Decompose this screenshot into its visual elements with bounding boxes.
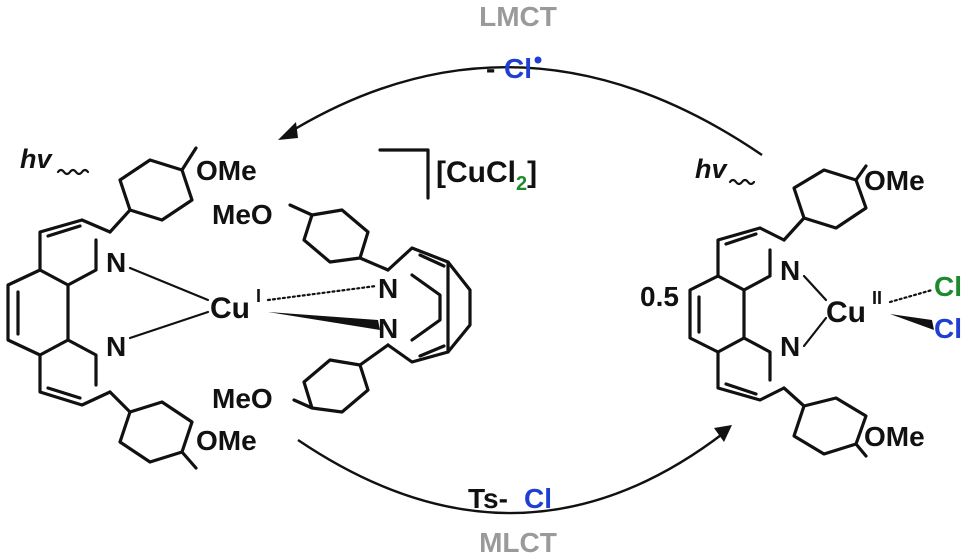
left-ome-top: OMe <box>196 155 257 186</box>
left-phen2-ring <box>386 246 472 364</box>
bottom-arc-arrow <box>297 431 726 515</box>
right-hashed-bond <box>888 288 934 304</box>
left-n-upper: N <box>106 247 126 278</box>
left-n-cu-bond-upper <box>128 266 210 302</box>
chlorine-radical-label: Cl <box>504 53 532 84</box>
left-meo-upper: MeO <box>212 199 273 230</box>
left-n2-upper: N <box>378 273 398 304</box>
radical-dot <box>534 56 542 64</box>
tosyl-label: Ts- <box>468 483 508 514</box>
counter-ion-label: [CuCl2] <box>436 156 537 195</box>
left-cu-oxidation: I <box>256 286 261 306</box>
right-n-lower: N <box>780 331 800 362</box>
right-ome-bottom: OMe <box>864 421 925 452</box>
right-phen-outer-ring <box>688 226 786 402</box>
right-hv-squiggle <box>728 178 756 186</box>
lmct-label: LMCT <box>479 1 557 32</box>
right-cu-label: Cu <box>826 296 866 329</box>
right-cu-oxidation: II <box>872 288 882 308</box>
right-n-cu-bond-upper <box>802 274 828 302</box>
counter-ion-open: [CuCl <box>436 156 516 189</box>
right-cl-lower: Cl <box>934 313 962 344</box>
left-hashed-bond <box>266 284 378 302</box>
right-aryl-bottom <box>782 386 868 458</box>
right-coefficient: 0.5 <box>640 281 679 312</box>
right-aryl-top <box>782 164 868 242</box>
left-phen-core <box>38 238 98 387</box>
left-n2-lower: N <box>378 313 398 344</box>
right-copper-ii-complex: 0.5 hv N N OMe OMe Cu II Cl Cl <box>640 154 962 458</box>
right-cl-upper: Cl <box>934 271 962 302</box>
left-aryl-bottom <box>108 390 198 470</box>
right-phen-core <box>716 248 772 382</box>
counter-ion-subscript: 2 <box>516 173 527 195</box>
bottom-arrowhead <box>714 425 732 442</box>
top-arrowhead <box>278 122 298 140</box>
left-wedge-bond <box>268 312 380 330</box>
right-phen-inner-double <box>697 232 758 396</box>
left-ome-bottom: OMe <box>196 425 257 456</box>
right-ome-top: OMe <box>864 165 925 196</box>
counter-ion-bracket <box>378 148 430 200</box>
left-aryl2-upper <box>288 203 390 272</box>
left-phen-inner-double <box>16 224 82 400</box>
left-cu-label: Cu <box>210 292 250 325</box>
left-n-lower: N <box>106 331 126 362</box>
mlct-label: MLCT <box>479 527 557 558</box>
right-n-upper: N <box>780 255 800 286</box>
left-aryl-top <box>108 146 198 234</box>
right-wedge-bond <box>890 314 934 330</box>
left-copper-i-complex: hv N N OMe OMe Cu I N N MeO MeO <box>6 144 537 470</box>
left-hv-label: hv <box>20 144 53 174</box>
top-arc-arrow <box>284 66 763 156</box>
right-hv-label: hv <box>695 154 728 184</box>
left-n-cu-bond-lower <box>128 310 210 340</box>
counter-ion-close: ] <box>527 156 537 189</box>
right-n-cu-bond-lower <box>802 316 828 348</box>
left-aryl2-lower <box>292 343 390 414</box>
tosyl-chloride-cl-label: Cl <box>524 483 552 514</box>
left-hv-squiggle <box>56 168 90 176</box>
minus-sign: - <box>486 53 495 84</box>
left-phen-outer-ring <box>6 218 112 407</box>
left-phen2-double <box>418 253 446 358</box>
left-meo-lower: MeO <box>212 383 273 414</box>
